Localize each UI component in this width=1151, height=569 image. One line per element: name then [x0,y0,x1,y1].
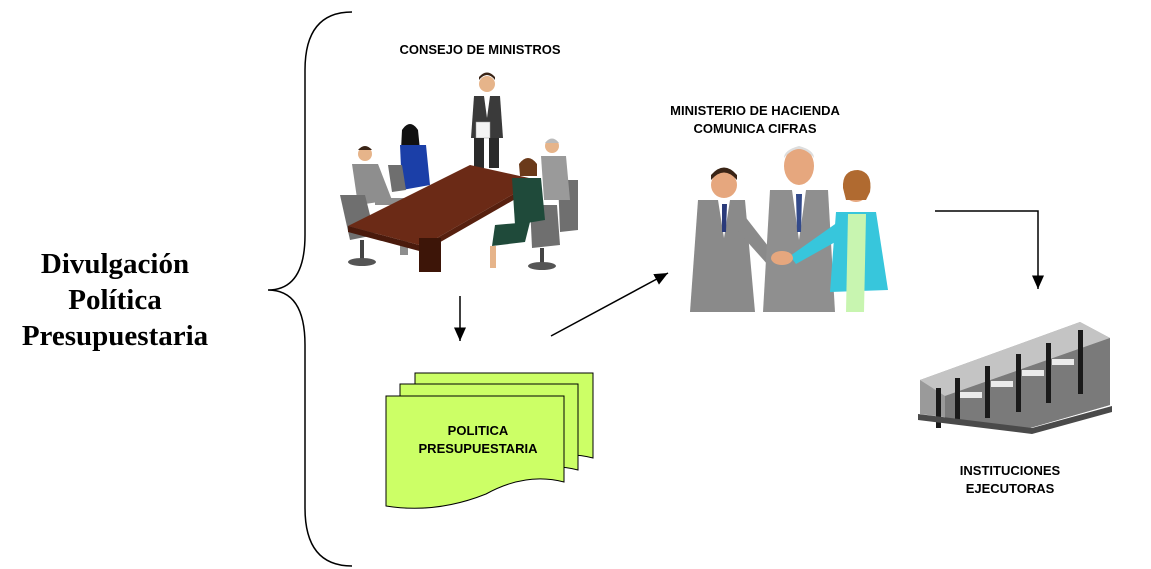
title-line: Política [68,284,162,316]
conference-table [348,165,538,272]
title-line: Divulgación [40,248,190,280]
standing-presenter-figure [471,72,503,168]
politica-label-line: PRESUPUESTARIA [418,441,538,456]
politica-label: POLITICA PRESUPUESTARIA [393,422,563,458]
handshake-illustration [690,146,888,312]
title-line: Presupuestaria [21,320,209,352]
woman-blue-figure [400,124,430,190]
instituciones-label: INSTITUCIONES EJECUTORAS [930,462,1090,498]
policy-document-stack [385,372,594,509]
woman-handshake-figure [790,170,888,312]
ministerio-label-line: COMUNICA CIFRAS [693,121,817,136]
building-illustration [918,322,1112,434]
consejo-label: CONSEJO DE MINISTROS [355,41,605,59]
meeting-illustration [340,72,578,272]
woman-green-figure [490,158,545,268]
instituciones-label-line: INSTITUCIONES [959,463,1061,478]
arrow-politica-to-ministerio [550,272,669,337]
left-brace [267,11,353,567]
politica-label-line: POLITICA [447,423,509,438]
instituciones-label-line: EJECUTORAS [965,481,1055,496]
consejo-label-line: CONSEJO DE MINISTROS [399,42,561,57]
handshake-hands [771,251,793,265]
ministerio-label: MINISTERIO DE HACIENDA COMUNICA CIFRAS [640,102,870,138]
man-left-handshake-figure [690,167,775,312]
ministerio-label-line: MINISTERIO DE HACIENDA [670,103,840,118]
man-right-figure [541,138,570,200]
arrow-ministerio-to-instituciones [935,210,1044,289]
old-man-handshake-figure [763,146,835,312]
diagram-title: Divulgación Política Presupuestaria [2,246,228,354]
